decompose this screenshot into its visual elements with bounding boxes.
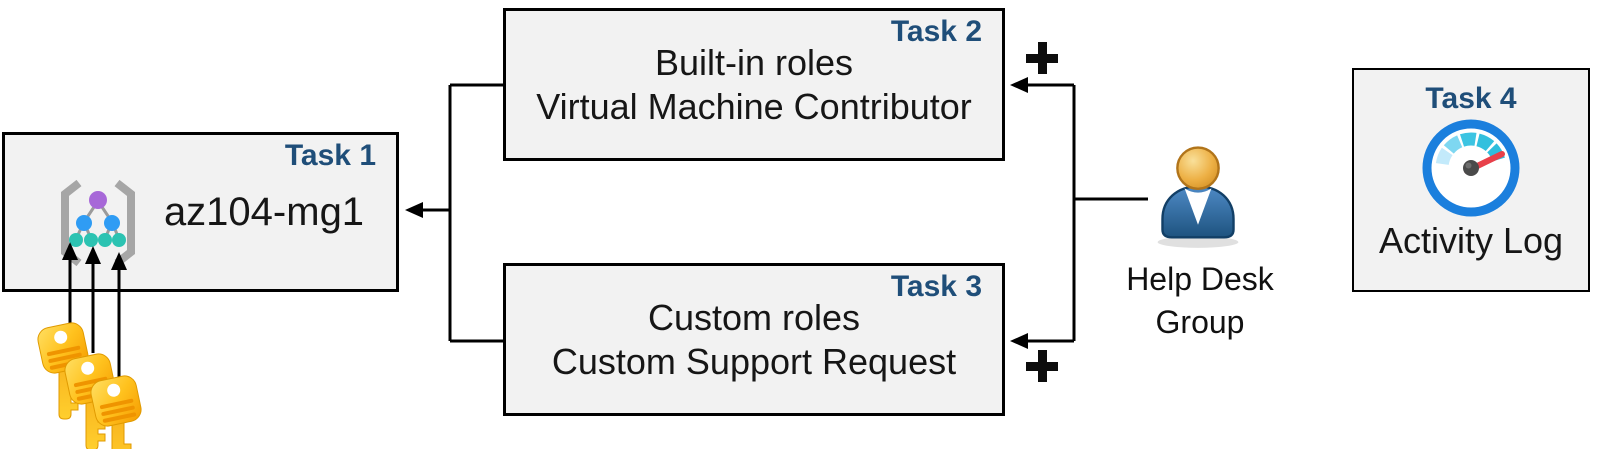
actor-label-line2: Group xyxy=(1155,304,1245,340)
task4-badge: Task 4 xyxy=(1425,82,1517,115)
task4-caption: Activity Log xyxy=(1378,220,1564,261)
plus-icon xyxy=(1026,350,1058,382)
user-icon xyxy=(1157,146,1239,248)
task3-box: Task 3 Custom roles Custom Support Reque… xyxy=(503,263,1005,416)
task2-line1: Built-in roles xyxy=(654,41,854,83)
task1-box: Task 1 az104-mg1 xyxy=(2,132,399,292)
actor-label: Help Desk Group xyxy=(1085,258,1315,344)
task1-badge: Task 1 xyxy=(284,139,376,172)
task2-badge: Task 2 xyxy=(890,15,982,48)
task2-line2: Virtual Machine Contributor xyxy=(536,85,972,127)
task3-badge: Task 3 xyxy=(890,270,982,303)
activity-log-gauge-icon xyxy=(1422,119,1520,217)
task3-line1: Custom roles xyxy=(647,296,861,338)
keys-icon xyxy=(35,320,144,449)
task2-box: Task 2 Built-in roles Virtual Machine Co… xyxy=(503,8,1005,161)
task4-box: Task 4 Activity Log xyxy=(1352,68,1590,292)
task3-line2: Custom Support Request xyxy=(551,340,957,382)
actor-label-line1: Help Desk xyxy=(1126,261,1274,297)
management-group-icon xyxy=(61,179,135,267)
task1-title: az104-mg1 xyxy=(163,189,365,234)
plus-icon xyxy=(1026,42,1058,74)
